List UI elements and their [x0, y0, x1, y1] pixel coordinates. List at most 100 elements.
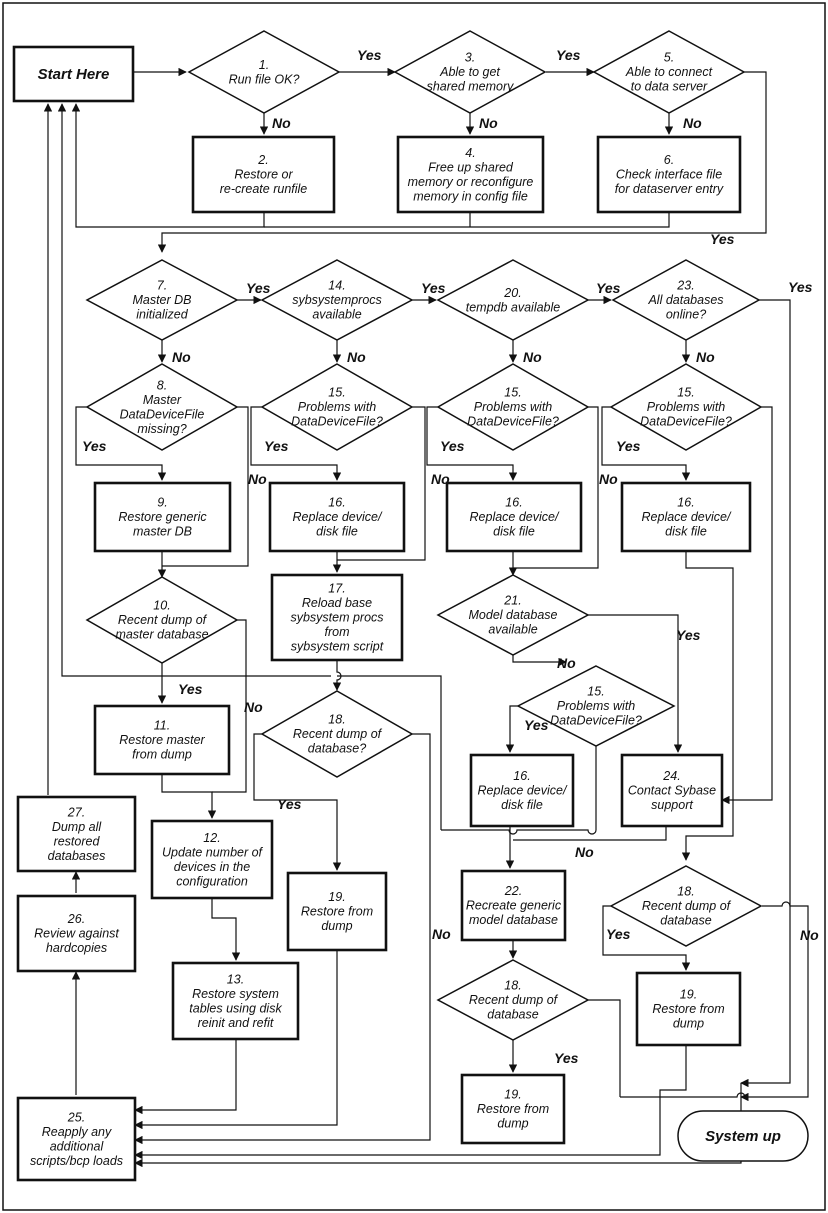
node-text: Replace device/ — [642, 510, 732, 524]
decision-shape — [609, 865, 763, 947]
decision-shape — [436, 959, 590, 1041]
edge-label-yes-18a: Yes — [277, 796, 302, 812]
edge-return-start — [57, 103, 331, 677]
edge-5-7 — [157, 71, 767, 253]
edge-label-no-5: No — [683, 115, 702, 131]
node-text: All databases — [647, 293, 723, 307]
node-text: 16. — [328, 496, 345, 510]
node-text: dump — [497, 1117, 528, 1131]
node-text: 15. — [587, 685, 604, 699]
process-shape — [460, 869, 567, 942]
edge-15c-16c — [505, 705, 518, 753]
edge-bottom-b — [134, 1083, 742, 1168]
edge-15b-16b — [426, 406, 518, 481]
node-text: 7. — [157, 279, 167, 293]
node-text: disk file — [493, 525, 535, 539]
edge-11-12 — [161, 774, 217, 819]
edge-label-yes-15b: Yes — [440, 438, 465, 454]
node-text: Recent dump of — [293, 727, 383, 741]
node-text: to data server — [631, 80, 708, 94]
node-text: master database — [115, 628, 208, 642]
node-text: 21. — [503, 594, 521, 608]
node-n16b: 16.Replace device/disk file — [445, 481, 583, 553]
edge-15a-16a — [250, 406, 342, 481]
node-text: 13. — [227, 972, 244, 986]
node-text: database — [487, 1008, 538, 1022]
node-text: Check interface file — [616, 168, 722, 182]
node-text: model database — [469, 913, 558, 927]
decision-shape — [436, 363, 590, 451]
node-text: memory in config file — [413, 189, 528, 203]
node-text: 9. — [157, 496, 167, 510]
node-text: Able to connect — [625, 65, 713, 79]
terminal-shape — [677, 1110, 809, 1162]
node-text: Replace device/ — [478, 784, 568, 798]
edge-18a-25-no — [134, 733, 431, 1145]
edge-label-no-15b: No — [599, 471, 618, 487]
node-text: Restore or — [234, 168, 293, 182]
edge-8-10-no — [162, 406, 249, 567]
node-text: 19. — [680, 988, 697, 1002]
edge-label-no-18c: No — [800, 927, 819, 943]
node-text: tempdb available — [466, 300, 561, 314]
edge-label-yes-8: Yes — [82, 438, 107, 454]
edge-label-yes-10: Yes — [178, 681, 203, 697]
node-text: from dump — [132, 748, 192, 762]
process-shape — [191, 135, 336, 214]
node-text: initialized — [136, 308, 188, 322]
node-text: System up — [705, 1128, 781, 1145]
process-shape — [596, 135, 742, 214]
decision-shape — [436, 259, 590, 341]
process-shape — [469, 753, 575, 828]
process-shape — [635, 971, 742, 1047]
node-text: 5. — [664, 51, 674, 65]
node-text: Run file OK? — [229, 72, 300, 86]
node-text: Problems with — [298, 400, 377, 414]
node-text: disk file — [665, 525, 707, 539]
node-text: Start Here — [38, 66, 110, 83]
decision-shape — [187, 30, 341, 114]
edge-label-no-20: No — [523, 349, 542, 365]
edge-19c-25 — [134, 1045, 687, 1160]
node-text: databases — [48, 849, 106, 863]
decision-shape — [609, 363, 763, 451]
node-text: master DB — [133, 525, 192, 539]
edge-label-yes-18b: Yes — [554, 1050, 579, 1066]
edge-label-no-23: No — [696, 349, 715, 365]
edge-8-9 — [75, 406, 167, 481]
node-text: 2. — [257, 153, 268, 167]
edge-label-no-3: No — [479, 115, 498, 131]
node-text: Restore master — [119, 733, 205, 747]
edge-label-yes-15d: Yes — [616, 438, 641, 454]
edge-15d-16d — [601, 406, 691, 481]
node-text: Restore generic — [118, 510, 207, 524]
edge-label-no-10: No — [244, 699, 263, 715]
node-n16a: 16.Replace device/disk file — [268, 481, 406, 553]
node-text: disk file — [316, 525, 358, 539]
node-text: Able to get — [439, 65, 500, 79]
process-shape — [396, 135, 545, 214]
node-n16c: 16.Replace device/disk file — [469, 753, 575, 828]
decision-shape — [516, 665, 676, 747]
node-text: Problems with — [474, 400, 553, 414]
decision-shape — [260, 363, 414, 451]
edge-18b-no — [588, 999, 621, 1097]
edge-12-13 — [211, 898, 241, 961]
node-text: 24. — [662, 769, 680, 783]
node-text: DataDeviceFile? — [291, 415, 383, 429]
edge-2-start — [71, 103, 265, 228]
